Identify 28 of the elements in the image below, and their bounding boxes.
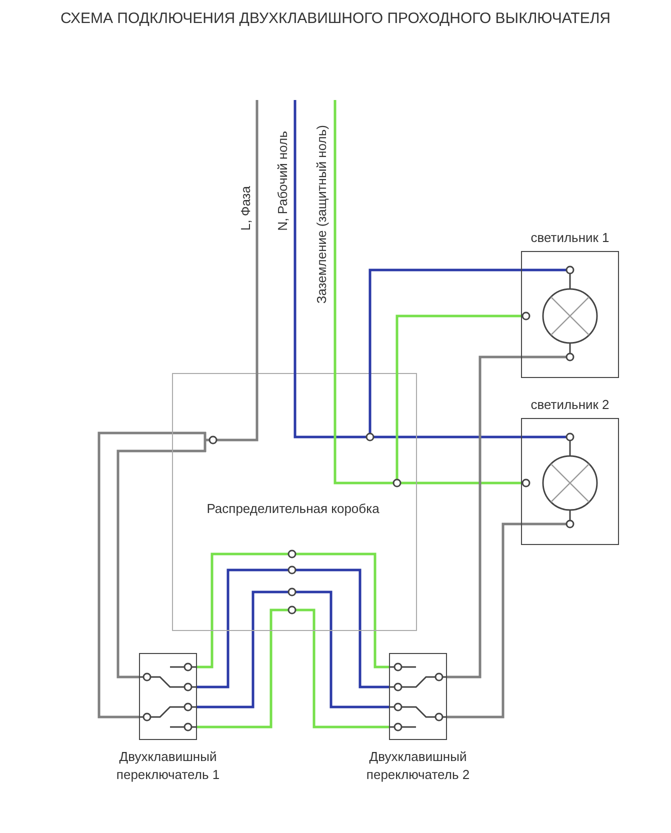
switch-label: Двухклавишный переключатель 1 xyxy=(115,748,221,784)
switch-label: Двухклавишный переключатель 2 xyxy=(365,748,471,784)
wire xyxy=(368,268,521,373)
wire xyxy=(116,450,172,678)
wire xyxy=(294,100,296,373)
wire xyxy=(330,631,389,708)
edge-label: N, Рабочий ноль xyxy=(275,130,291,232)
box-label: Распределительная коробка xyxy=(206,500,380,518)
fixture-label: светильник 1 xyxy=(530,229,610,247)
wire xyxy=(256,100,258,373)
diagram-title: СХЕМА ПОДКЛЮЧЕНИЯ ДВУХКЛАВИШНОГО ПРОХОДНОГО ВЫКЛЮЧАТЕЛЯ xyxy=(60,10,612,27)
wire xyxy=(197,631,254,708)
wire xyxy=(197,631,214,668)
edge-label: Заземление (защитный ноль) xyxy=(314,124,330,305)
wire xyxy=(417,436,521,438)
edge-label: L, Фаза xyxy=(238,185,254,232)
wire xyxy=(312,631,389,728)
wire xyxy=(334,100,336,373)
wire xyxy=(447,522,521,718)
wire xyxy=(396,314,521,373)
wire xyxy=(417,482,521,484)
fixture-label: светильник 2 xyxy=(530,396,610,414)
wire xyxy=(358,631,389,688)
wire xyxy=(374,631,389,668)
wire xyxy=(98,432,172,718)
wire xyxy=(197,631,272,728)
wire xyxy=(447,356,521,678)
wire xyxy=(197,631,230,688)
